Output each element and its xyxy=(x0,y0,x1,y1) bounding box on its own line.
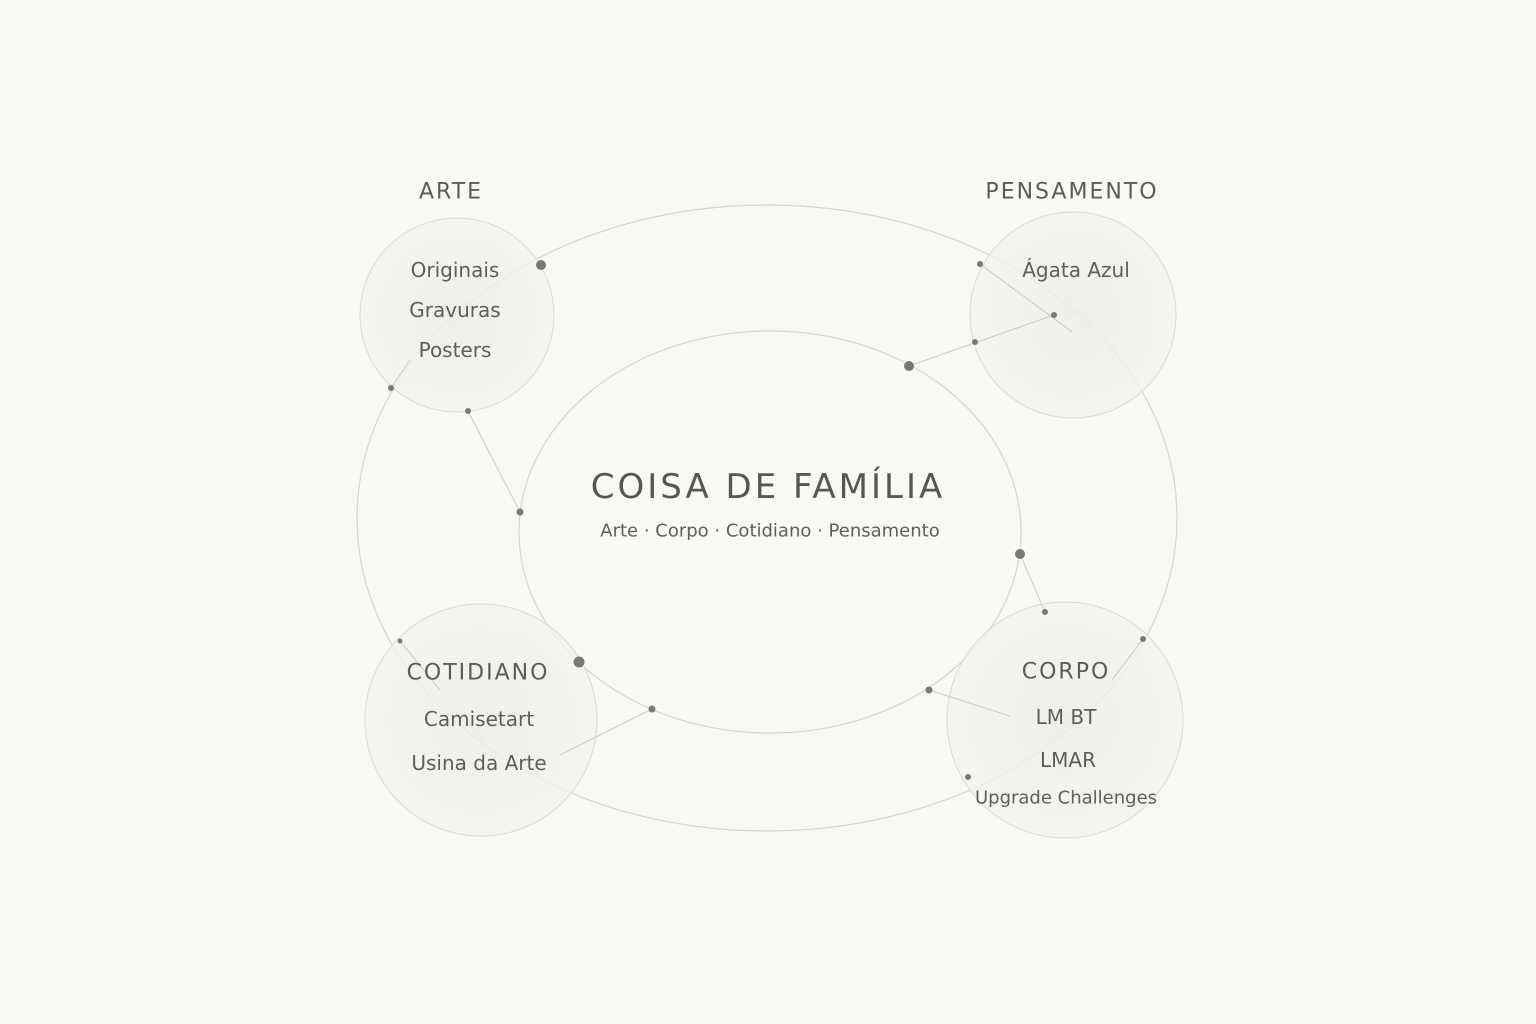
connectors xyxy=(390,263,1144,756)
center-title: COISA DE FAMÍLIA xyxy=(590,467,946,507)
nodes-dots xyxy=(388,260,1146,780)
cotidiano-item[interactable]: Usina da Arte xyxy=(411,751,547,775)
corpo-item[interactable]: Upgrade Challenges xyxy=(974,787,1158,809)
cotidiano-circle xyxy=(364,603,598,837)
corpo-item[interactable]: LM BT xyxy=(1035,705,1097,729)
corpo-label: CORPO xyxy=(1021,659,1111,685)
cotidiano-item[interactable]: Camisetart xyxy=(423,707,535,731)
outer-ring xyxy=(356,204,1178,832)
arte-label: ARTE xyxy=(418,179,484,205)
corpo-circle xyxy=(946,601,1184,839)
center-subtitle: Arte · Corpo · Cotidiano · Pensamento xyxy=(600,520,940,542)
pensamento-label: PENSAMENTO xyxy=(985,179,1159,205)
corpo-item[interactable]: LMAR xyxy=(1040,748,1096,772)
pensamento-item[interactable]: Ágata Azul xyxy=(1022,258,1130,282)
inner-ring xyxy=(518,330,1022,734)
arte-circle xyxy=(359,217,555,413)
arte-item[interactable]: Originais xyxy=(410,258,500,282)
pensamento-circle xyxy=(969,211,1177,419)
cotidiano-label: COTIDIANO xyxy=(406,660,550,686)
arte-item[interactable]: Posters xyxy=(418,338,492,362)
arte-item[interactable]: Gravuras xyxy=(409,298,501,322)
